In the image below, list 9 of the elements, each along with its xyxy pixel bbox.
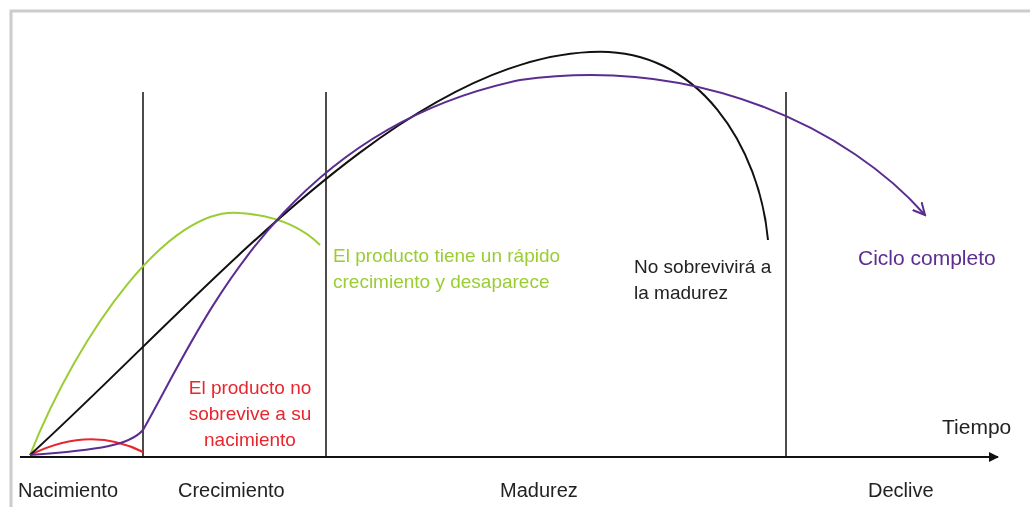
phase-label: Crecimiento (178, 478, 285, 503)
phase-label: Declive (868, 478, 934, 503)
phase-label: Madurez (500, 478, 578, 503)
curve-label: No sobrevivirá a la madurez (634, 255, 773, 305)
curve-label: El producto no sobrevive a su nacimiento (187, 376, 313, 452)
curve-label: El producto tiene un rápido crecimiento y desaparece (333, 244, 562, 294)
axis-label: Tiempo (942, 414, 1012, 440)
phase-label: Nacimiento (18, 478, 119, 503)
curve-label: Ciclo completo (858, 245, 996, 271)
